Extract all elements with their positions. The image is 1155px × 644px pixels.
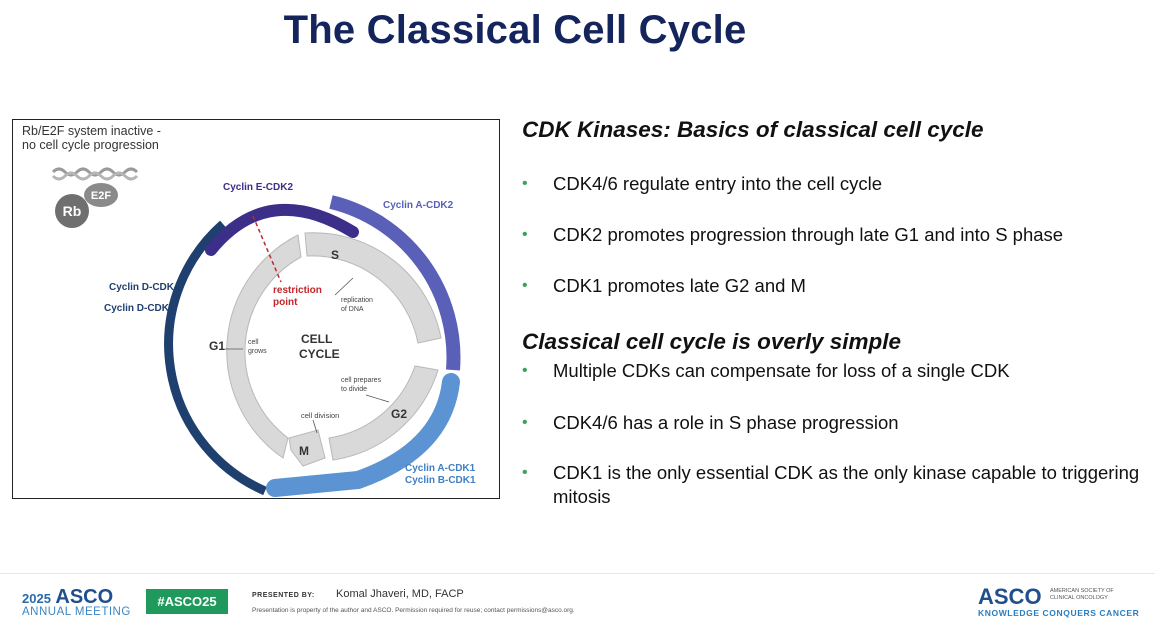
list-item: •CDK1 is the only essential CDK as the o…: [522, 462, 1140, 507]
cell-cycle-figure: Rb E2F S G1 G2 M CELL CYCLE cell: [12, 119, 500, 499]
bullet-icon: •: [522, 175, 528, 192]
m-segment: [288, 429, 326, 467]
restriction-point-line: [252, 215, 282, 283]
footer-divider: [0, 573, 1155, 574]
g2-note-line2: to divide: [341, 386, 367, 393]
section1-bullet-list: •CDK4/6 regulate entry into the cell cyc…: [522, 172, 1063, 298]
cyclin-d-arc: [164, 220, 267, 496]
phase-g1-label: G1: [209, 339, 225, 353]
figure-note-line1: Rb/E2F system inactive -: [22, 124, 161, 138]
logo-brand: ASCO: [55, 586, 114, 608]
s-segment: [304, 232, 442, 344]
center-label-line1: CELL: [301, 332, 332, 346]
asco-society-logo: ASCO AMERICAN SOCIETY OF CLINICAL ONCOLO…: [978, 584, 1139, 618]
cycle-ring: [226, 232, 442, 467]
society-tagline: KNOWLEDGE CONQUERS CANCER: [978, 608, 1140, 618]
phase-s-label: S: [331, 248, 339, 262]
g2-segment: [328, 365, 439, 461]
dna-helix-icon: [51, 167, 139, 181]
g1-note-line1: cell: [248, 339, 259, 346]
phase-g2-label: G2: [391, 407, 407, 421]
figure-note-line2: no cell cycle progression: [22, 138, 159, 152]
asco-annual-meeting-logo: 2025 ASCO ANNUAL MEETING: [22, 586, 131, 618]
society-name: AMERICAN SOCIETY OF CLINICAL ONCOLOGY: [1050, 588, 1114, 601]
rb-e2f-complex-icon: Rb E2F: [55, 183, 118, 228]
center-label-line2: CYCLE: [299, 347, 340, 361]
cyclin-e-arc: [205, 203, 359, 256]
logo-year: 2025: [22, 591, 51, 606]
s-note-line2: of DNA: [341, 306, 364, 313]
cyclin-b-cdk1-label: Cyclin B-CDK1: [405, 475, 476, 486]
hashtag-badge: #ASCO25: [146, 589, 228, 614]
footer-disclaimer: Presentation is property of the author a…: [252, 607, 575, 614]
m-note: cell division: [301, 411, 339, 420]
cyclin-a-cdk1-label: Cyclin A-CDK1: [405, 463, 476, 474]
bullet-icon: •: [522, 464, 528, 481]
cyclin-a-cdk2-arc: [329, 195, 461, 371]
g1-segment: [226, 234, 302, 459]
bullet-icon: •: [522, 362, 528, 379]
logo-annual-meeting: ANNUAL MEETING: [22, 606, 131, 618]
list-item: •Multiple CDKs can compensate for loss o…: [522, 360, 1010, 381]
rb-label: Rb: [63, 203, 82, 219]
cell-cycle-diagram: Rb E2F S G1 G2 M CELL CYCLE cell: [51, 167, 476, 497]
restriction-point-line1: restriction: [273, 285, 322, 296]
section2-heading: Classical cell cycle is overly simple: [522, 329, 901, 354]
bullet-icon: •: [522, 226, 528, 243]
cyclin-ab-cdk1-arc: [266, 373, 460, 497]
section2-bullet-list: •Multiple CDKs can compensate for loss o…: [522, 359, 1152, 509]
slide-title: The Classical Cell Cycle: [283, 8, 747, 52]
section1-heading: CDK Kinases: Basics of classical cell cy…: [522, 117, 984, 142]
cyclin-e-label: Cyclin E-CDK2: [223, 182, 293, 193]
figure-note: Rb/E2F system inactive - no cell cycle p…: [22, 124, 161, 152]
list-item: •CDK4/6 regulate entry into the cell cyc…: [522, 173, 883, 194]
s-note-line1: replication: [341, 297, 373, 304]
list-item: •CDK4/6 has a role in S phase progressio…: [522, 412, 899, 433]
cyclin-d-cdk6-label: Cyclin D-CDK6: [104, 303, 175, 314]
society-brand: ASCO: [978, 584, 1042, 609]
bullet-icon: •: [522, 277, 528, 294]
cyclin-a-cdk2-label: Cyclin A-CDK2: [383, 200, 454, 211]
phase-m-label: M: [299, 444, 309, 458]
bullet-icon: •: [522, 414, 528, 431]
e2f-label: E2F: [91, 190, 111, 202]
presenter-name: Komal Jhaveri, MD, FACP: [336, 588, 464, 600]
presented-by-label: PRESENTED BY:: [252, 592, 315, 599]
g1-note-line2: grows: [248, 348, 267, 355]
g2-note-line1: cell prepares: [341, 377, 382, 384]
cyclin-d-cdk4-label: Cyclin D-CDK4: [109, 282, 180, 293]
list-item: •CDK1 promotes late G2 and M: [522, 275, 806, 296]
restriction-point-line2: point: [273, 297, 298, 308]
list-item: •CDK2 promotes progression through late …: [522, 224, 1064, 245]
